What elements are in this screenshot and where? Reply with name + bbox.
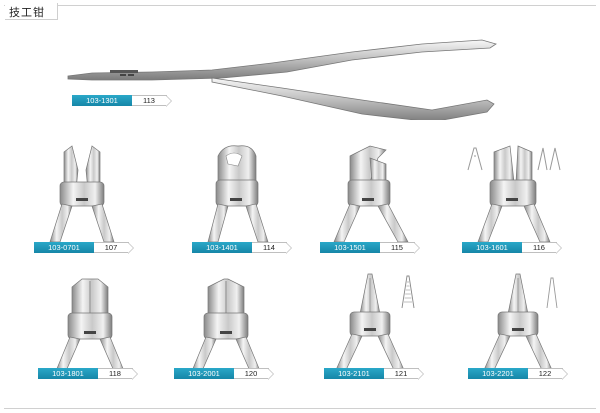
tip-sketch-icon — [536, 146, 562, 176]
bottom-border — [4, 408, 596, 409]
tip-sketch-icon — [466, 146, 484, 176]
plier-image-103-1301 — [62, 30, 502, 120]
product-number: 114 — [252, 242, 292, 254]
product-label-103-2201: 103-2201 122 — [468, 368, 568, 380]
product-number: 121 — [384, 368, 424, 380]
plier-image-103-0701 — [42, 142, 122, 242]
title-box — [5, 3, 58, 20]
product-code: 103-1801 — [38, 368, 98, 379]
plier-image-103-2101 — [330, 270, 410, 374]
product-code: 103-1401 — [192, 242, 252, 253]
product-label-103-1601: 103-1601 116 — [462, 242, 562, 254]
plier-image-103-1401 — [198, 142, 278, 242]
top-border — [4, 5, 596, 6]
product-number: 120 — [234, 368, 274, 380]
product-number: 107 — [94, 242, 134, 254]
product-label-103-2001: 103-2001 120 — [174, 368, 274, 380]
product-number: 122 — [528, 368, 568, 380]
product-code: 103-1601 — [462, 242, 522, 253]
plier-image-103-1501 — [330, 142, 420, 242]
product-code: 103-2101 — [324, 368, 384, 379]
serrated-tip-sketch-icon — [398, 274, 418, 314]
product-number: 118 — [98, 368, 138, 380]
product-code: 103-0701 — [34, 242, 94, 253]
product-label-103-1501: 103-1501 115 — [320, 242, 420, 254]
product-code: 103-2001 — [174, 368, 234, 379]
plier-image-103-1601 — [470, 142, 560, 242]
product-label-103-1801: 103-1801 118 — [38, 368, 138, 380]
product-label-103-1301: 103-1301 113 — [72, 95, 172, 107]
product-code: 103-2201 — [468, 368, 528, 379]
product-label-103-0701: 103-0701 107 — [34, 242, 134, 254]
page-title: 技工钳 — [9, 6, 45, 19]
product-label-103-1401: 103-1401 114 — [192, 242, 292, 254]
product-number: 113 — [132, 95, 172, 107]
plier-image-103-2201 — [478, 270, 558, 374]
tip-sketch-icon — [544, 276, 560, 314]
plier-image-103-2001 — [186, 275, 266, 375]
product-code: 103-1501 — [320, 242, 380, 253]
product-number: 115 — [380, 242, 420, 254]
plier-image-103-1801 — [50, 275, 130, 375]
product-code: 103-1301 — [72, 95, 132, 106]
product-number: 116 — [522, 242, 562, 254]
product-label-103-2101: 103-2101 121 — [324, 368, 424, 380]
